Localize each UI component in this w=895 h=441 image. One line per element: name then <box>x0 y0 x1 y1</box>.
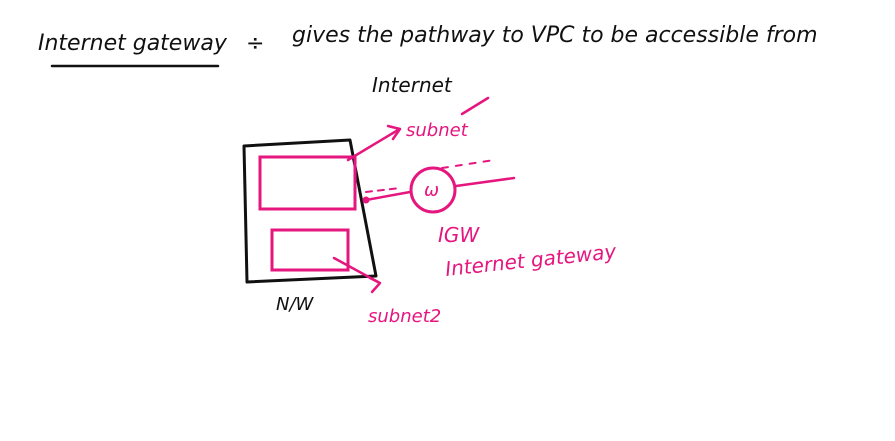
subnet1-label-flourish <box>460 96 490 116</box>
igw-abbrev-label: IGW <box>438 223 480 247</box>
igw-dashed-top <box>441 159 495 169</box>
subnet1-label: subnet <box>406 120 469 141</box>
network-box <box>242 138 378 284</box>
subnet2-label: subnet2 <box>368 306 441 327</box>
title-continuation: Internet <box>372 73 453 97</box>
gateway-symbol: ω <box>424 180 439 201</box>
subnet1-box <box>258 155 357 211</box>
igw-dashed-left <box>365 187 401 193</box>
title-definition: gives the pathway to VPC to be accessibl… <box>292 23 818 48</box>
subnet1-arrow-head <box>386 124 402 141</box>
subnet1-arrow-line <box>346 128 400 162</box>
igw-internet-line <box>454 176 516 188</box>
network-label: N/W <box>276 294 315 315</box>
subnet2-box <box>270 228 350 272</box>
title-term: Internet gateway <box>38 31 228 56</box>
title-separator: ÷ <box>246 31 264 56</box>
gateway-circle-icon <box>409 166 457 214</box>
igw-connection-line <box>364 190 412 202</box>
subnet2-arrow-head <box>368 276 382 294</box>
